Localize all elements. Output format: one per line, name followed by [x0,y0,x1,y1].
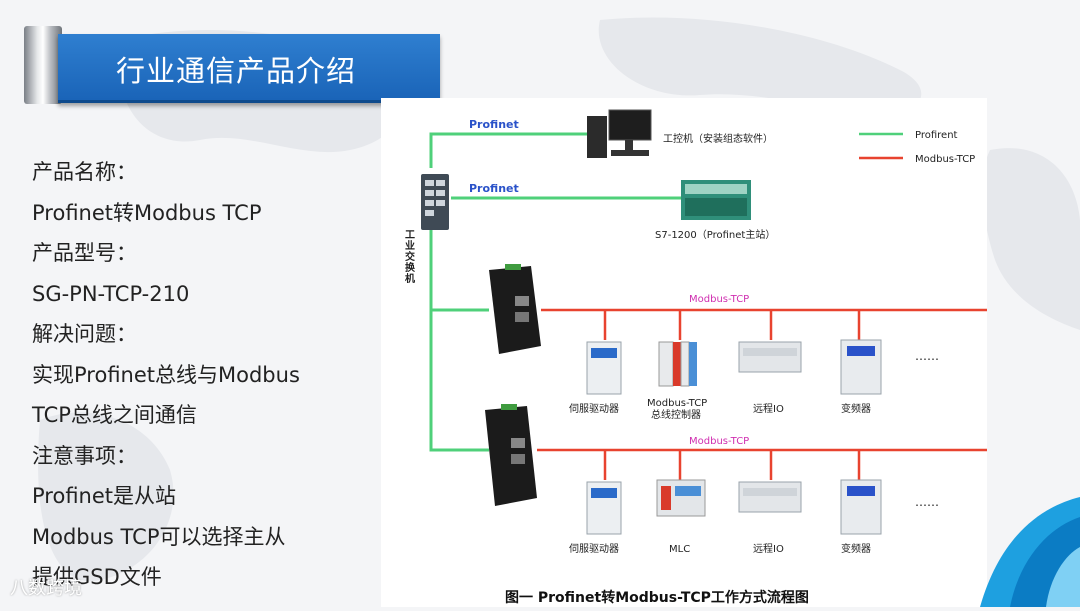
legend-green-label: Profirent [915,130,958,141]
industrial-switch-icon [421,174,449,230]
network-diagram: Profinet Profinet 工业交换机 工控机（安装组态软件） S7-1… [381,98,987,607]
servo-drive-icon [586,341,622,395]
link-label-1: Profinet [469,118,519,131]
gateway-1-icon [489,264,541,354]
modbus-bus-2 [537,448,987,480]
plc-label: S7-1200（Profinet主站） [655,228,775,241]
info-line: Profinet是从站 [32,484,177,508]
info-line: SG-PN-TCP-210 [32,281,190,306]
info-line: 产品型号： [32,241,137,265]
device-label-mlc: MLC [669,544,690,555]
bus-label-1: Modbus-TCP [689,294,749,305]
bus-label-2: Modbus-TCP [689,436,749,447]
modbus-bus-1 [541,308,987,340]
watermark-text: 八数跨境 [10,578,82,599]
corner-decoration [980,497,1080,607]
mlc-icon [656,479,706,517]
profinet-trunk [429,228,489,452]
industrial-pc-icon [587,109,652,158]
diagram-caption: 图一 Profinet转Modbus-TCP工作方式流程图 [505,589,809,606]
switch-label: 工业交换机 [405,230,416,285]
product-info: 产品名称： Profinet转Modbus TCP 产品型号： SG-PN-TC… [32,152,372,598]
scroll-decoration [24,26,62,104]
servo-drive-icon [586,481,622,535]
info-line: 提供GSD文件 [32,565,162,589]
ellipsis-1: …… [915,349,939,363]
info-line: 实现Profinet总线与Modbus [32,362,300,387]
remote-io-icon [738,481,802,513]
device-label-servo-1: 伺服驱动器 [569,402,619,415]
legend: Profirent Modbus-TCP [859,130,975,165]
remote-io-icon [738,341,802,373]
network-diagram-svg: Profinet Profinet 工业交换机 工控机（安装组态软件） S7-1… [405,109,987,606]
info-line: Modbus TCP可以选择主从 [32,524,286,549]
info-line: 解决问题： [32,322,137,346]
pc-label: 工控机（安装组态软件） [663,132,773,145]
profinet-line-pc [429,132,591,168]
inverter-icon [840,479,882,535]
ellipsis-2: …… [915,495,939,509]
device-label-servo-2: 伺服驱动器 [569,542,619,555]
info-line: TCP总线之间通信 [32,403,197,427]
link-label-2: Profinet [469,182,519,195]
info-line: 产品名称： [32,160,137,184]
legend-red-label: Modbus-TCP [915,154,975,165]
bus-controller-icon [658,341,697,387]
profinet-links [429,132,681,452]
title-banner: 行业通信产品介绍 [58,34,440,103]
device-label-remote-io-2: 远程IO [753,543,784,555]
device-label-remote-io-1: 远程IO [753,403,784,415]
page-title: 行业通信产品介绍 [116,54,357,88]
device-label-inverter-2: 变频器 [841,542,871,555]
info-line: 注意事项： [32,443,137,468]
gateway-2-icon [485,404,537,506]
device-label-inverter-1: 变频器 [841,402,871,415]
info-line: Profinet转Modbus TCP [32,200,262,225]
plc-s7-1200-icon [681,180,751,220]
inverter-icon [840,339,882,395]
